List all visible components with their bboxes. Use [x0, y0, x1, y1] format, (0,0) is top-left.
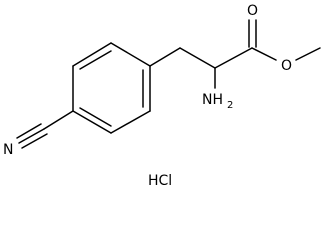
- amine-label: NH: [202, 92, 223, 108]
- side-chain: [149, 19, 321, 89]
- carbonyl-oxygen-label: O: [247, 3, 258, 19]
- ch2-to-alpha-carbon-bond: [179, 47, 216, 69]
- ring-bond-c4-c5: [72, 110, 112, 134]
- ring-double-inner-2: [79, 107, 112, 127]
- hcl-salt-label: HCl: [148, 173, 172, 189]
- triple-bond-line-2: [16, 123, 42, 139]
- triple-bond-line-1: [18, 128, 45, 144]
- ring-to-nitrile-carbon-bond: [43, 110, 74, 130]
- benzene-ring: [72, 42, 151, 134]
- alpha-carbon-to-carbonyl-bond: [214, 47, 253, 69]
- molecule-diagram: N NH 2 O O HCl: [3, 3, 321, 189]
- ring-bond-c2-c3: [72, 42, 112, 67]
- triple-bond-line-3: [21, 133, 48, 149]
- ester-oxygen-to-methyl-bond: [295, 47, 321, 61]
- ester-oxygen-label: O: [281, 58, 292, 74]
- ring-bond-c1-c2: [110, 42, 151, 67]
- ring-to-ch2-bond: [149, 47, 181, 67]
- nitrile-nitrogen-label: N: [3, 142, 13, 158]
- amine-subscript-label: 2: [227, 100, 233, 111]
- nitrile-group: N: [3, 110, 74, 158]
- ring-double-inner-1: [79, 50, 112, 70]
- ring-bond-c5-c6: [110, 110, 151, 134]
- carbonyl-to-ester-oxygen-bond: [251, 47, 277, 61]
